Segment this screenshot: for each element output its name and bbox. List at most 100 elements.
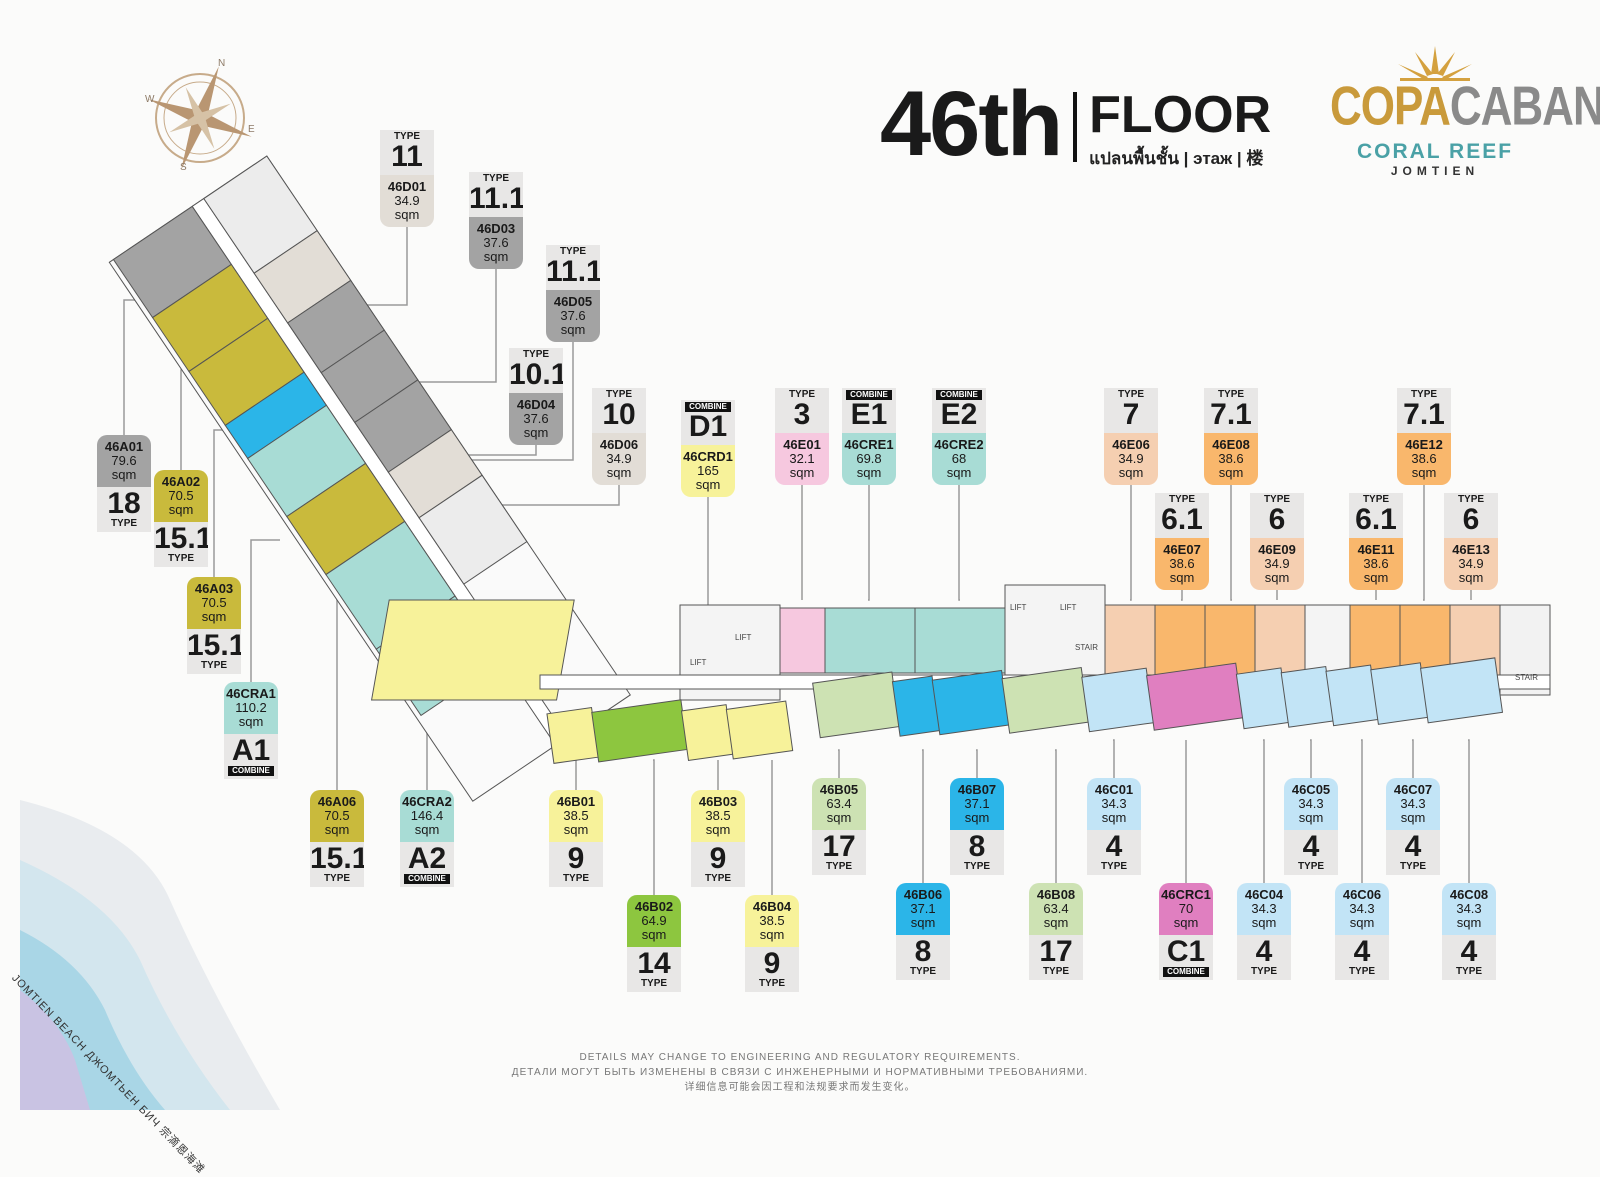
unit-id: 46B06: [903, 887, 943, 902]
unit-46E06[interactable]: [1104, 604, 1156, 676]
type-number: A2: [407, 842, 447, 875]
unit-id: 46C08: [1449, 887, 1489, 902]
unit-46B04[interactable]: [725, 700, 794, 760]
leader-line-46C01: [1113, 739, 1115, 778]
unit-46CRE1[interactable]: [824, 607, 916, 674]
stair-void[interactable]: [1304, 604, 1351, 676]
unit-area: 37.6: [523, 411, 549, 426]
unit-id: 46A02: [161, 474, 201, 489]
unit-46E07[interactable]: [1154, 604, 1206, 676]
unit-id: 46E12: [1405, 437, 1443, 452]
unit-46E09[interactable]: [1254, 604, 1306, 676]
unit-id: 46E13: [1452, 542, 1490, 557]
unit-area-unit: sqm: [946, 465, 972, 480]
unit-area-unit: sqm: [1411, 465, 1437, 480]
unit-id: 46E06: [1112, 437, 1150, 452]
unit-46CRD1[interactable]: [370, 599, 575, 701]
unit-46B01[interactable]: [546, 707, 600, 764]
unit-area-unit: sqm: [523, 425, 549, 440]
unit-46E08[interactable]: [1204, 604, 1256, 676]
type-number: 9: [709, 842, 727, 875]
unit-46E01[interactable]: [779, 607, 826, 674]
unit-46C07[interactable]: [1370, 662, 1429, 725]
unit-46CRC1[interactable]: [1146, 662, 1244, 731]
unit-area: 37.6: [560, 308, 586, 323]
unit-46B05[interactable]: [812, 671, 901, 739]
stair-label: STAIR: [1075, 643, 1098, 652]
lift-lobby-east[interactable]: [1004, 584, 1106, 676]
unit-area-unit: sqm: [1264, 570, 1290, 585]
unit-46C08[interactable]: [1419, 657, 1504, 724]
type-word: TYPE: [963, 861, 991, 872]
unit-46C04[interactable]: [1235, 667, 1290, 730]
unit-46B08[interactable]: [1001, 667, 1090, 734]
combine-badge: COMBINE: [685, 402, 731, 412]
unit-id: 46E01: [783, 437, 821, 452]
logo-location: JOMTIEN: [1390, 164, 1480, 178]
unit-46C06[interactable]: [1325, 664, 1379, 727]
unit-46B07[interactable]: [931, 669, 1010, 736]
unit-46E11[interactable]: [1349, 604, 1401, 676]
unit-id: 46D03: [476, 221, 516, 236]
unit-id: 46C05: [1291, 782, 1331, 797]
service-core[interactable]: [418, 474, 528, 585]
unit-46B03[interactable]: [680, 704, 734, 761]
unit-46C05[interactable]: [1280, 665, 1334, 728]
type-number: 4: [1460, 935, 1478, 968]
unit-id: 46CRE2: [934, 437, 984, 452]
unit-46CRE2[interactable]: [914, 607, 1006, 674]
unit-46C01[interactable]: [1081, 667, 1155, 733]
